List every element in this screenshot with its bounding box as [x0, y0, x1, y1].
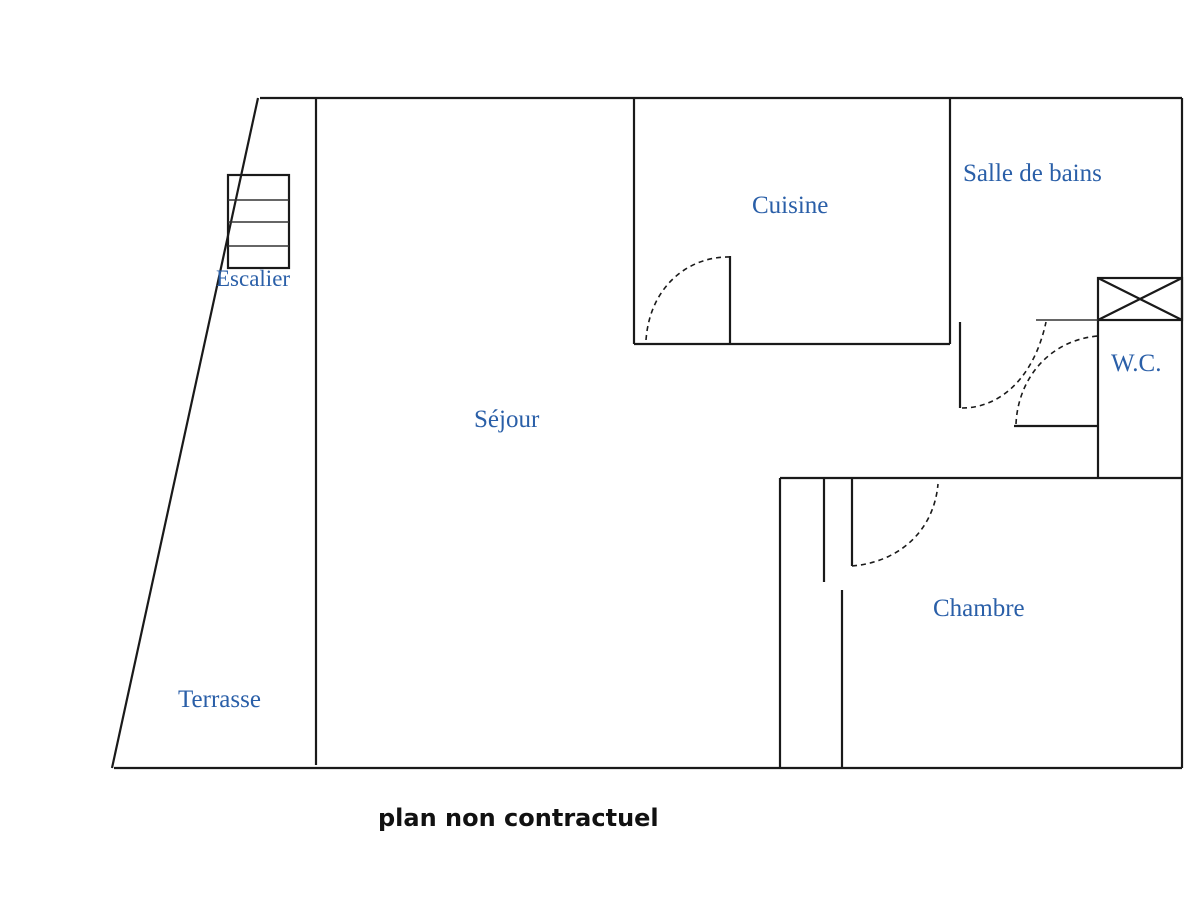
outer-walls	[110, 96, 1184, 770]
label-terrasse: Terrasse	[178, 686, 261, 713]
bedroom-door-swing	[851, 483, 939, 567]
bathroom-door-swing	[961, 321, 1047, 409]
label-cuisine: Cuisine	[752, 192, 828, 219]
bedroom-walls	[778, 476, 1182, 768]
label-escalier: Escalier	[216, 266, 290, 291]
plan-caption: plan non contractuel	[378, 804, 659, 832]
label-sejour: Séjour	[474, 406, 540, 433]
label-chambre: Chambre	[933, 595, 1025, 622]
wc-door-swing	[1015, 335, 1099, 425]
staircase	[226, 173, 291, 270]
label-salle-de-bains: Salle de bains	[963, 160, 1102, 187]
kitchen-door-swing	[645, 256, 731, 341]
wc-walls	[958, 276, 1184, 478]
kitchen-walls	[632, 98, 952, 346]
label-wc: W.C.	[1111, 350, 1161, 377]
